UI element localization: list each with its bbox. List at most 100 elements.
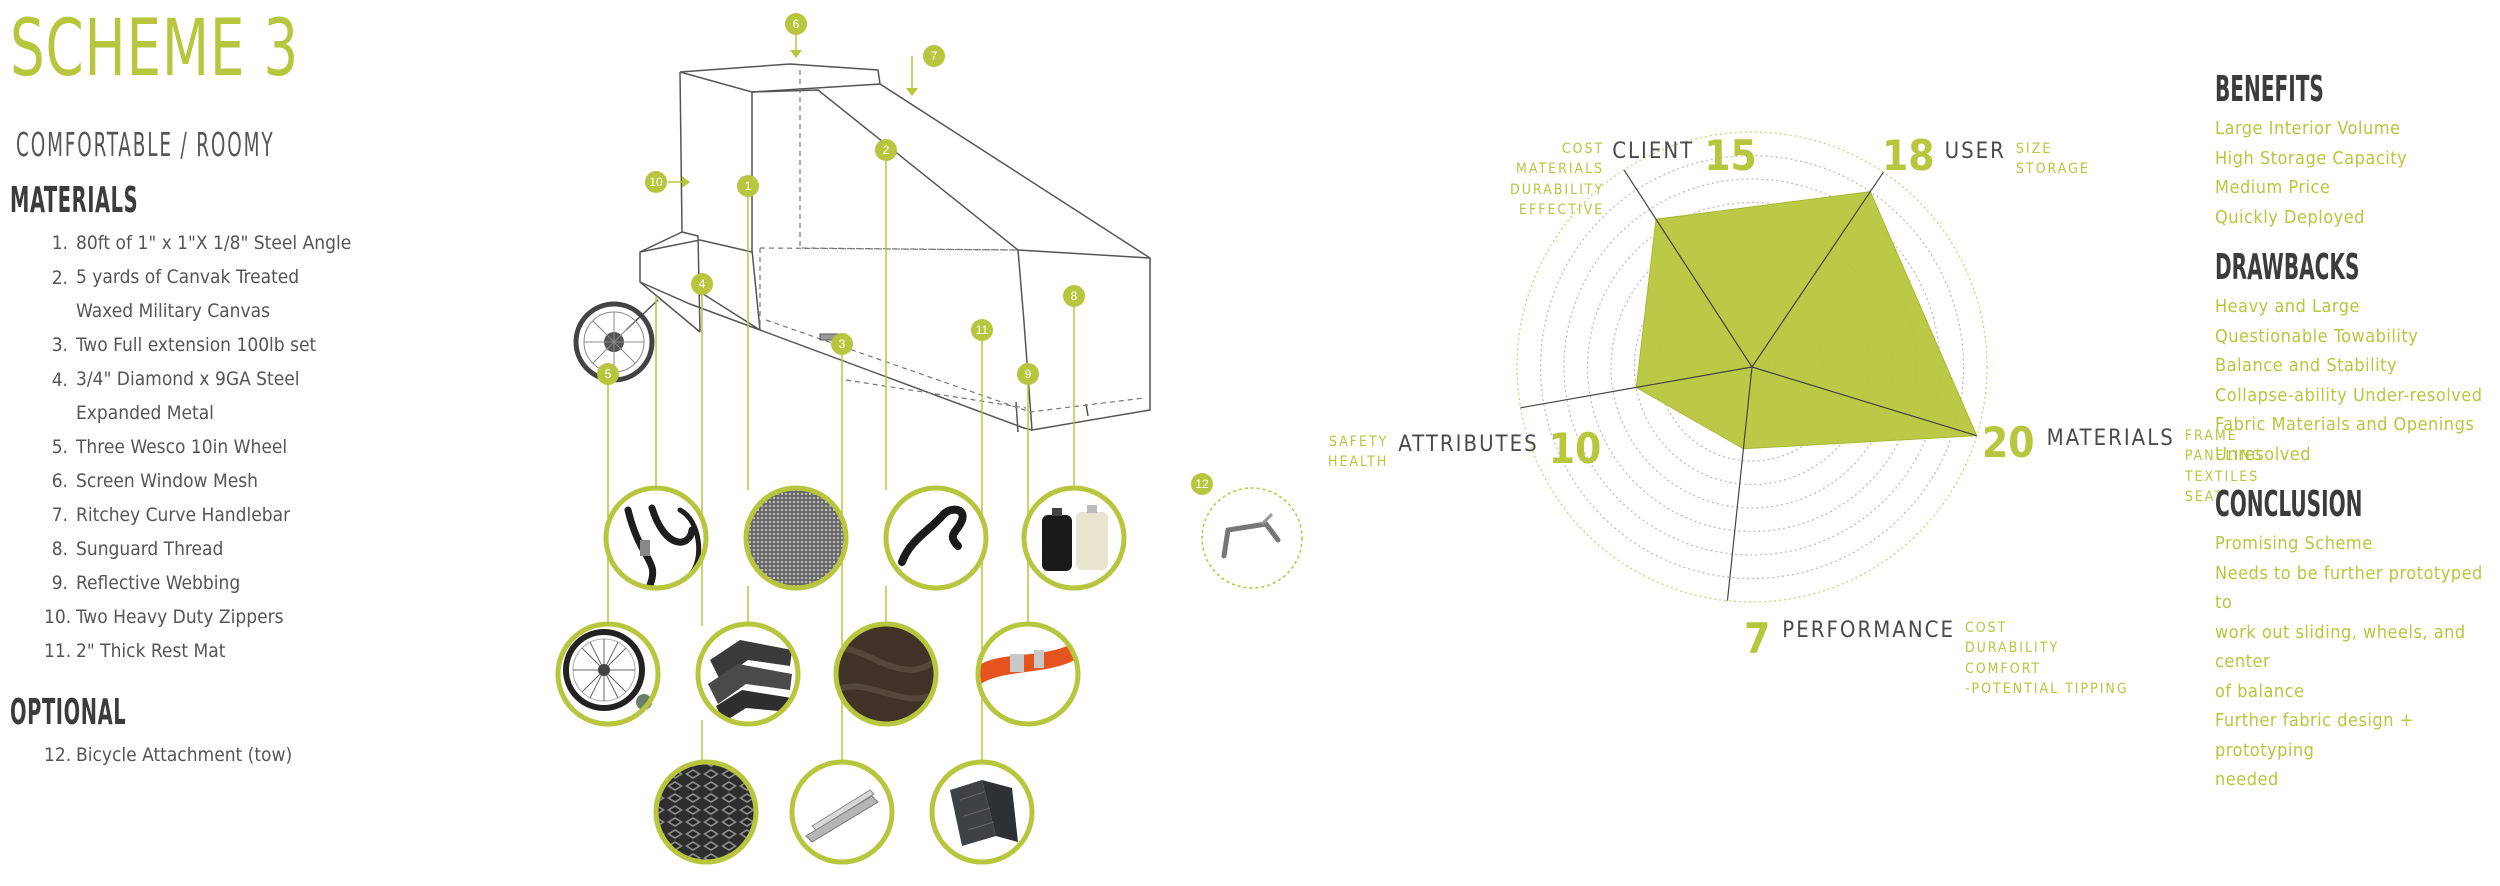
svg-text:2: 2 [883,143,890,157]
callout-7: 7 [923,45,945,67]
callout-4: 4 [691,273,713,295]
leader-arrows [682,50,918,188]
radar-value-polygon [1635,191,1978,450]
list-item: Large Interior Volume [2215,118,2401,139]
list-item: Questionable Towability [2215,325,2419,347]
axis-performance-name: PERFORMANCE [1782,618,1955,643]
callout-8: 8 [1063,285,1085,307]
optional-list: 12.Bicycle Attachment (tow) [44,738,504,772]
list-item: Unresolved [2215,443,2312,465]
list-item: 11.2" Thick Rest Mat [44,640,226,662]
list-item: 9.Reflective Webbing [51,572,241,594]
list-item: 6.Screen Window Mesh [51,470,258,492]
svg-text:1: 1 [745,179,752,193]
axis-attributes-name: ATTRIBUTES [1398,432,1539,457]
list-item: Heavy and Large [2215,296,2361,317]
list-item: Balance and Stability [2215,355,2398,376]
list-item: Medium Price [2215,177,2331,198]
conclusion-section: CONCLUSION Promising Scheme Needs to be … [2215,487,2495,795]
zipper-swatch [603,485,709,591]
svg-text:11: 11 [976,323,989,337]
optional-heading: OPTIONAL [10,692,127,733]
svg-text:8: 8 [1071,289,1078,303]
svg-text:3: 3 [839,337,846,351]
summary-column: BENEFITS Large Interior Volume High Stor… [2215,72,2495,813]
mesh-swatch [743,485,849,591]
callout-2: 2 [875,139,897,161]
list-item: 5.Three Wesco 10in Wheel [51,436,288,458]
list-item: 12.Bicycle Attachment (tow) [44,744,293,766]
axis-client-name: CLIENT [1612,139,1695,164]
callout-1: 1 [737,175,759,197]
callouts: 6 7 10 1 2 4 8 3 11 9 5 12 [597,13,1213,495]
radar-spoke-client [1623,169,1753,368]
wheel-swatch [555,621,661,727]
list-item: 7.Ritchey Curve Handlebar [51,504,291,526]
list-item: Further fabric design + prototyping [2215,710,2414,761]
rest-mat-swatch [929,759,1035,865]
list-item: Needs to be further prototyped to [2215,562,2483,614]
axis-materials-name: MATERIALS [2046,426,2175,451]
materials-list: 1.80ft of 1" x 1"X 1/8" Steel Angle 2.5 … [44,226,504,668]
svg-text:9: 9 [1025,367,1032,381]
list-item: of balance [2215,680,2305,702]
list-item: High Storage Capacity [2215,147,2408,169]
radar-spoke-materials [1751,366,1977,437]
list-item: Collapse-ability Under-resolved [2215,384,2483,406]
callout-12: 12 [1191,473,1213,495]
svg-text:10: 10 [649,175,663,189]
reflective-webbing-swatch [975,621,1081,727]
list-item: 2.5 yards of Canvak Treated Waxed Milita… [51,266,300,322]
radar-ring [1539,154,1965,580]
list-item: 1.80ft of 1" x 1"X 1/8" Steel Angle [51,232,352,254]
callout-3: 3 [831,333,853,355]
list-item: 10.Two Heavy Duty Zippers [44,606,284,628]
list-item: 4.3/4" Diamond x 9GA Steel Expanded Meta… [51,368,300,424]
expanded-metal-swatch [653,759,759,865]
scheme-title: SCHEME 3 [10,4,300,94]
scheme-subtitle: COMFORTABLE / ROOMY [16,125,275,164]
svg-text:12: 12 [1195,477,1209,491]
radar-ring [1516,131,1988,603]
axis-attributes-value: 10 [1548,424,1602,473]
radar-spoke-user [1751,171,1884,368]
list-item: 3.Two Full extension 100lb set [51,334,317,356]
radar-spoke-performance [1726,366,1753,601]
axis-client-value: 15 [1704,131,1757,180]
axis-performance-value: 7 [1744,614,1771,663]
callout-11: 11 [971,319,993,341]
svg-text:5: 5 [605,367,612,381]
list-item: 8.Sunguard Thread [51,538,224,560]
callout-9: 9 [1017,363,1039,385]
radar-spoke-attributes [1520,366,1753,409]
axis-user-name: USER [1944,139,2006,164]
handlebar-swatch [883,485,989,591]
bicycle-attachment-swatch [1201,487,1303,589]
list-item: Fabric Materials and Openings [2215,414,2475,435]
benefits-heading: BENEFITS [2215,69,2324,110]
benefits-section: BENEFITS Large Interior Volume High Stor… [2215,72,2495,232]
list-item: work out sliding, wheels, and center [2215,621,2466,673]
svg-text:6: 6 [793,17,800,31]
axis-user-value: 18 [1882,131,1935,180]
drawer-slide-swatch [789,759,895,865]
list-item: needed [2215,769,2279,790]
materials-heading: MATERIALS [10,180,139,221]
conclusion-heading: CONCLUSION [2215,484,2363,525]
canvas-swatch [833,621,939,727]
thread-spools-swatch [1021,485,1127,591]
drawbacks-heading: DRAWBACKS [2215,247,2360,288]
steel-angle-swatch [695,621,801,727]
